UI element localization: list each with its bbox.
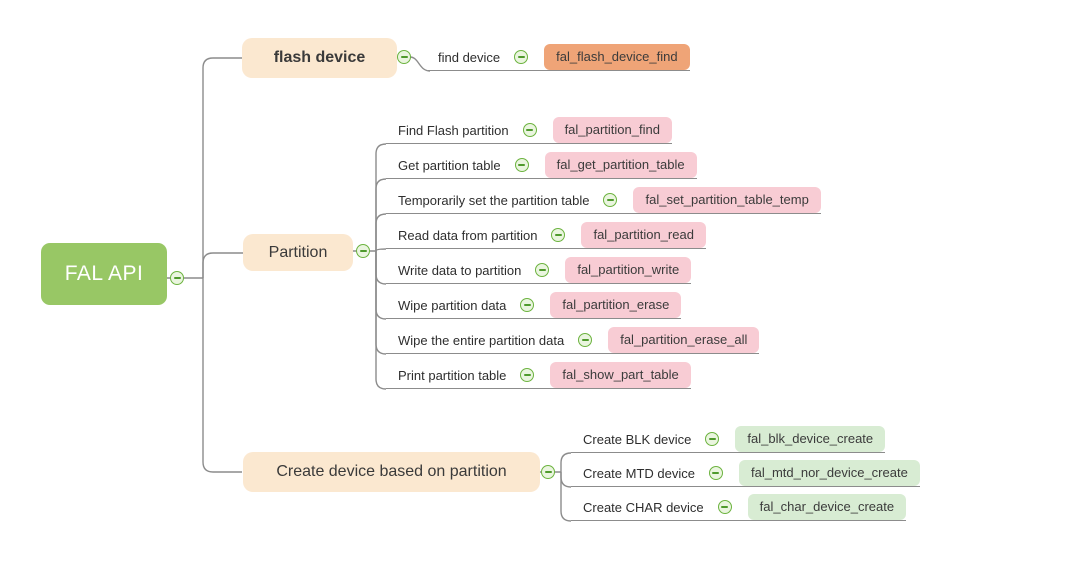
branch-label: Create device based on partition xyxy=(276,463,507,480)
root-node-label: FAL API xyxy=(64,262,144,285)
child-row-find-flash-partition: Find Flash partition fal_partition_find xyxy=(386,117,672,144)
connector-root-create xyxy=(202,278,242,473)
collapse-icon[interactable] xyxy=(578,333,593,347)
child-row-create-mtd-device: Create MTD device fal_mtd_nor_device_cre… xyxy=(571,460,920,487)
connector-create-row2 xyxy=(560,472,572,522)
api-node-fal-partition-erase-all[interactable]: fal_partition_erase_all xyxy=(608,327,760,353)
collapse-icon-root[interactable] xyxy=(170,271,184,285)
child-row-read-data-from-partition: Read data from partition fal_partition_r… xyxy=(386,222,706,249)
child-label[interactable]: Find Flash partition xyxy=(398,122,509,138)
connector-partition-row4 xyxy=(375,251,387,285)
minus-icon xyxy=(544,471,552,473)
minus-icon xyxy=(173,277,181,279)
connector-partition-row5 xyxy=(375,251,387,320)
collapse-icon[interactable] xyxy=(520,368,535,382)
child-label[interactable]: Create MTD device xyxy=(583,465,695,481)
connector-partition-row7 xyxy=(375,251,387,390)
branch-node-flash-device[interactable]: flash device xyxy=(242,38,397,78)
child-label[interactable]: Read data from partition xyxy=(398,227,538,243)
minus-icon xyxy=(708,438,716,440)
minus-icon xyxy=(400,56,408,58)
minus-icon xyxy=(581,339,589,341)
child-label[interactable]: Get partition table xyxy=(398,157,501,173)
minus-icon xyxy=(517,56,525,58)
branch-label: flash device xyxy=(273,49,366,66)
api-node-fal-partition-read[interactable]: fal_partition_read xyxy=(581,222,706,248)
child-row-create-char-device: Create CHAR device fal_char_device_creat… xyxy=(571,494,907,521)
collapse-icon[interactable] xyxy=(535,263,550,277)
collapse-icon-create-device[interactable] xyxy=(541,465,555,479)
connector-root-flash xyxy=(202,57,242,278)
api-node-fal-set-partition-table-temp[interactable]: fal_set_partition_table_temp xyxy=(633,187,821,213)
minus-icon xyxy=(554,234,562,236)
collapse-icon[interactable] xyxy=(514,158,529,172)
api-node-fal-get-partition-table[interactable]: fal_get_partition_table xyxy=(544,152,697,178)
root-node-fal-api[interactable]: FAL API xyxy=(41,243,167,305)
minus-icon xyxy=(523,304,531,306)
collapse-icon-flash-device[interactable] xyxy=(397,50,411,64)
collapse-icon[interactable] xyxy=(522,123,537,137)
child-row-create-blk-device: Create BLK device fal_blk_device_create xyxy=(571,426,886,453)
minus-icon xyxy=(526,129,534,131)
child-label[interactable]: Temporarily set the partition table xyxy=(398,192,590,208)
api-node-fal-char-device-create[interactable]: fal_char_device_create xyxy=(747,494,907,520)
api-node-fal-mtd-nor-device-create[interactable]: fal_mtd_nor_device_create xyxy=(738,460,920,486)
child-label[interactable]: Create CHAR device xyxy=(583,499,704,515)
child-row-wipe-partition-data: Wipe partition data fal_partition_erase xyxy=(386,292,682,319)
collapse-icon[interactable] xyxy=(551,228,566,242)
child-label[interactable]: Write data to partition xyxy=(398,262,522,278)
child-row-find-device: find device fal_flash_device_find xyxy=(428,44,690,71)
api-node-fal-blk-device-create[interactable]: fal_blk_device_create xyxy=(735,426,886,452)
minus-icon xyxy=(523,374,531,376)
api-node-fal-partition-write[interactable]: fal_partition_write xyxy=(565,257,692,283)
branch-node-create-device[interactable]: Create device based on partition xyxy=(243,452,540,492)
api-node-fal-partition-find[interactable]: fal_partition_find xyxy=(552,117,672,143)
minus-icon xyxy=(359,250,367,252)
child-label[interactable]: find device xyxy=(438,49,501,65)
child-row-get-partition-table: Get partition table fal_get_partition_ta… xyxy=(386,152,697,179)
child-label[interactable]: Create BLK device xyxy=(583,431,692,447)
minus-icon xyxy=(538,269,546,271)
child-label[interactable]: Print partition table xyxy=(398,367,507,383)
collapse-icon[interactable] xyxy=(603,193,618,207)
connector-create-row1 xyxy=(560,472,572,488)
collapse-icon[interactable] xyxy=(705,432,720,446)
child-row-wipe-entire-partition-data: Wipe the entire partition data fal_parti… xyxy=(386,327,760,354)
collapse-icon[interactable] xyxy=(520,298,535,312)
collapse-icon[interactable] xyxy=(717,500,732,514)
api-node-fal-flash-device-find[interactable]: fal_flash_device_find xyxy=(544,44,690,70)
child-row-set-partition-table-temp: Temporarily set the partition table fal_… xyxy=(386,187,821,214)
api-node-fal-partition-erase[interactable]: fal_partition_erase xyxy=(550,292,682,318)
child-row-print-partition-table: Print partition table fal_show_part_tabl… xyxy=(386,362,691,389)
connector-partition-row0 xyxy=(375,143,387,251)
branch-label: Partition xyxy=(268,243,328,261)
child-label[interactable]: Wipe the entire partition data xyxy=(398,332,565,348)
connector-partition-row2 xyxy=(375,213,387,251)
minus-icon xyxy=(721,506,729,508)
connector-partition-row3 xyxy=(375,248,387,252)
child-row-write-data-to-partition: Write data to partition fal_partition_wr… xyxy=(386,257,692,284)
minus-icon xyxy=(518,164,526,166)
child-label[interactable]: Wipe partition data xyxy=(398,297,507,313)
collapse-icon-find-device[interactable] xyxy=(514,50,529,64)
collapse-icon[interactable] xyxy=(708,466,723,480)
minus-icon xyxy=(712,472,720,474)
connector-create-row0 xyxy=(560,452,572,472)
api-node-fal-show-part-table[interactable]: fal_show_part_table xyxy=(550,362,691,388)
collapse-icon-partition[interactable] xyxy=(356,244,370,258)
connector-partition-row1 xyxy=(375,178,387,251)
minus-icon xyxy=(606,199,614,201)
connector-root-partition xyxy=(202,252,243,278)
branch-node-partition[interactable]: Partition xyxy=(243,234,353,271)
connector-partition-row6 xyxy=(375,251,387,355)
